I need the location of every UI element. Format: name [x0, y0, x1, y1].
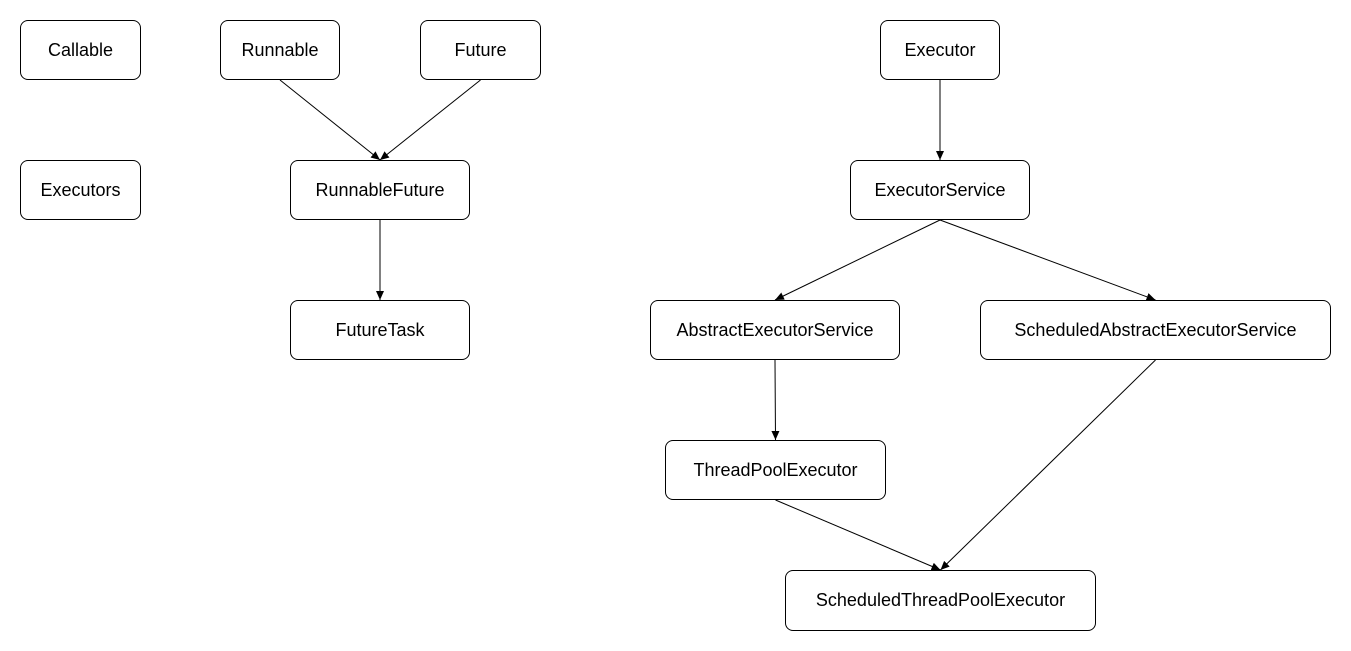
node-runnable-future[interactable]: RunnableFuture: [290, 160, 470, 220]
node-executor[interactable]: Executor: [880, 20, 1000, 80]
node-scheduled-thread-pool-executor[interactable]: ScheduledThreadPoolExecutor: [785, 570, 1096, 631]
edge-future-to-runnable-future: [379, 79, 481, 161]
node-thread-pool-executor[interactable]: ThreadPoolExecutor: [665, 440, 886, 500]
node-callable[interactable]: Callable: [20, 20, 141, 80]
node-future-task[interactable]: FutureTask: [290, 300, 470, 360]
edge-executor-service-to-scheduled-abstract-executor-service: [939, 219, 1156, 301]
edge-executor-service-to-abstract-executor-service: [774, 219, 941, 301]
node-scheduled-abstract-executor-service[interactable]: ScheduledAbstractExecutorService: [980, 300, 1331, 360]
edge-thread-pool-executor-to-scheduled-thread-pool-executor: [775, 499, 941, 571]
node-runnable[interactable]: Runnable: [220, 20, 340, 80]
node-executors[interactable]: Executors: [20, 160, 141, 220]
edge-scheduled-abstract-executor-service-to-scheduled-thread-pool-executor: [940, 359, 1156, 571]
edge-runnable-to-runnable-future: [279, 79, 381, 161]
node-abstract-executor-service[interactable]: AbstractExecutorService: [650, 300, 900, 360]
node-future[interactable]: Future: [420, 20, 541, 80]
edge-abstract-executor-service-to-thread-pool-executor: [771, 359, 780, 441]
node-executor-service[interactable]: ExecutorService: [850, 160, 1030, 220]
